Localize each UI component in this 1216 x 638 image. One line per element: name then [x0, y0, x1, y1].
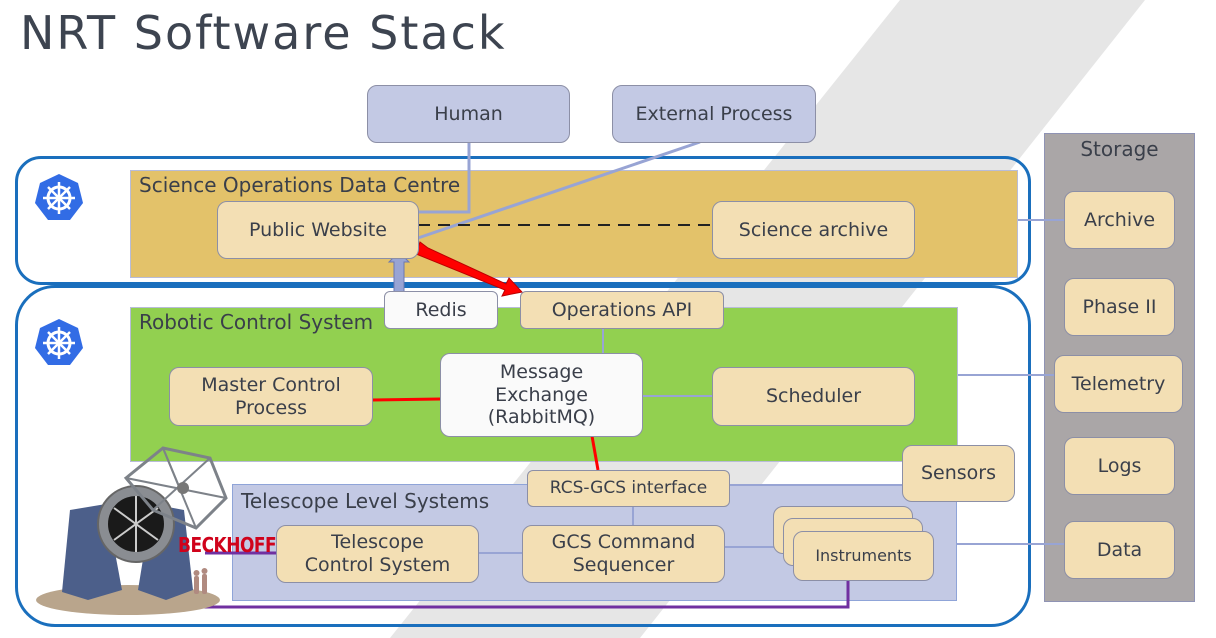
external-process-node[interactable]: External Process — [612, 85, 816, 143]
storage-phase-ii[interactable]: Phase II — [1064, 278, 1175, 336]
storage-data[interactable]: Data — [1064, 521, 1175, 579]
kubernetes-icon — [33, 172, 85, 224]
gcs-sequencer-node[interactable]: GCS Command Sequencer — [522, 525, 725, 583]
human-node[interactable]: Human — [367, 85, 570, 143]
rcs-k8s-frame — [15, 285, 1031, 627]
telescope-control-node[interactable]: Telescope Control System — [276, 525, 479, 583]
rcs-gcs-interface-node[interactable]: RCS-GCS interface — [527, 470, 730, 507]
kubernetes-icon — [33, 317, 85, 369]
beckhoff-logo: BECKHOFF — [178, 534, 277, 558]
sodc-label: Science Operations Data Centre — [139, 173, 461, 197]
storage-telemetry[interactable]: Telemetry — [1054, 355, 1183, 413]
scheduler-node[interactable]: Scheduler — [712, 367, 915, 426]
sensors-node[interactable]: Sensors — [902, 445, 1015, 502]
message-exchange-node[interactable]: Message Exchange (RabbitMQ) — [440, 353, 643, 437]
storage-logs[interactable]: Logs — [1064, 437, 1175, 495]
tls-label: Telescope Level Systems — [241, 489, 490, 513]
instruments-node[interactable]: Instruments — [793, 531, 934, 581]
redis-node[interactable]: Redis — [384, 291, 498, 329]
master-control-node[interactable]: Master Control Process — [169, 367, 373, 426]
science-archive-node[interactable]: Science archive — [712, 201, 915, 259]
page-title: NRT Software Stack — [20, 6, 507, 60]
storage-label: Storage — [1080, 137, 1159, 161]
operations-api-node[interactable]: Operations API — [520, 291, 724, 329]
rcs-label: Robotic Control System — [139, 310, 374, 334]
public-website-node[interactable]: Public Website — [217, 201, 419, 259]
telescope-illustration — [18, 440, 238, 620]
storage-archive[interactable]: Archive — [1064, 191, 1175, 249]
